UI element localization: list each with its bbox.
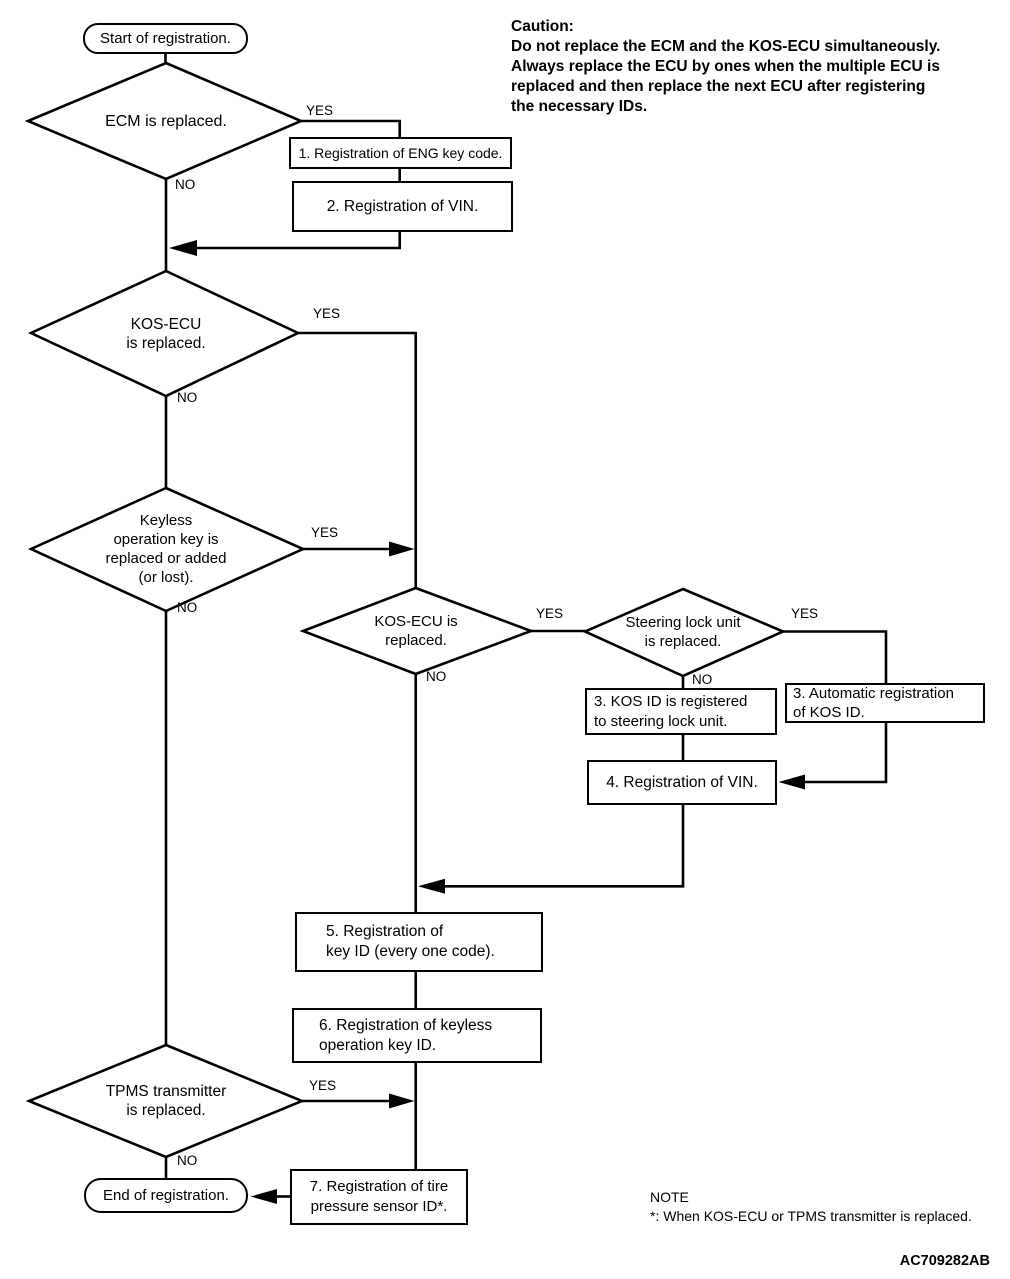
end-terminal-label: End of registration.: [103, 1187, 229, 1204]
note-text: *: When KOS-ECU or TPMS transmitter is r…: [650, 1208, 972, 1224]
tpms-decision-diamond: [25, 1043, 306, 1159]
arrowhead-box3yes-box4: [778, 774, 805, 790]
ecm-yes-label: YES: [306, 103, 334, 118]
caution-body: Do not replace the ECM and the KOS-ECU s…: [511, 38, 941, 115]
kos1-decision-diamond: [27, 269, 302, 398]
keyless-decision-label: Keyless operation key is replaced or add…: [105, 512, 227, 586]
kos2-no-label: NO: [426, 669, 447, 684]
process-box6: 6. Registration of keyless operation key…: [292, 1008, 542, 1063]
tpms-no-label: NO: [177, 1153, 198, 1168]
arrowhead-keyless-yes: [389, 541, 415, 557]
kos1-decision-label: KOS-ECU is replaced.: [126, 316, 206, 352]
ecm-decision-label: ECM is replaced.: [105, 112, 227, 130]
edge-box3yes-box4: [803, 722, 888, 784]
kos2-decision-label: KOS-ECU is replaced.: [374, 613, 458, 649]
process-box2: 2. Registration of VIN.: [292, 181, 513, 232]
keyless-decision-diamond: [27, 486, 307, 613]
ecm-no-label: NO: [175, 177, 196, 192]
arrowhead-tpms-yes: [389, 1093, 415, 1109]
ecm-decision-diamond: [24, 61, 305, 181]
keyless-yes-label: YES: [311, 525, 339, 540]
process-box7: 7. Registration of tire pressure sensor …: [290, 1169, 468, 1225]
end-terminal: End of registration.: [84, 1178, 248, 1213]
caution-block: Caution: Do not replace the ECM and the …: [511, 17, 1006, 117]
start-terminal-label: Start of registration.: [100, 30, 231, 47]
kos2-yes-label: YES: [536, 606, 564, 621]
arrowhead-merge-left: [169, 240, 197, 256]
caution-title: Caution:: [511, 18, 574, 35]
process-box4: 4. Registration of VIN.: [587, 760, 777, 805]
process-box5: 5. Registration of key ID (every one cod…: [295, 912, 543, 972]
steering-yes-label: YES: [791, 606, 819, 621]
steering-decision-diamond: [581, 587, 787, 678]
edge-kos1-yes: [297, 331, 418, 589]
kos1-yes-label: YES: [313, 306, 341, 321]
note-block: NOTE *: When KOS-ECU or TPMS transmitter…: [650, 1188, 1000, 1226]
arrowhead-box7-end: [250, 1189, 277, 1204]
edge-box4-merge: [443, 804, 685, 888]
edge-box2-merge: [194, 231, 402, 250]
start-terminal: Start of registration.: [83, 23, 248, 54]
process-box3-no: 3. KOS ID is registered to steering lock…: [585, 688, 777, 735]
keyless-no-label: NO: [177, 600, 198, 615]
kos2-decision-diamond: [299, 586, 535, 676]
tpms-yes-label: YES: [309, 1078, 337, 1093]
edge-ecm-yes: [299, 119, 402, 139]
edge-steering-yes: [782, 630, 888, 684]
process-box1: 1. Registration of ENG key code.: [289, 137, 512, 169]
kos1-no-label: NO: [177, 390, 198, 405]
document-code: AC709282AB: [899, 1253, 990, 1269]
steering-no-label: NO: [692, 672, 713, 687]
arrowhead-box4-merge: [418, 878, 445, 894]
process-box3-yes: 3. Automatic registration of KOS ID.: [785, 683, 985, 723]
tpms-decision-label: TPMS transmitter is replaced.: [105, 1083, 227, 1119]
note-title: NOTE: [650, 1189, 689, 1205]
steering-decision-label: Steering lock unit is replaced.: [625, 614, 741, 650]
